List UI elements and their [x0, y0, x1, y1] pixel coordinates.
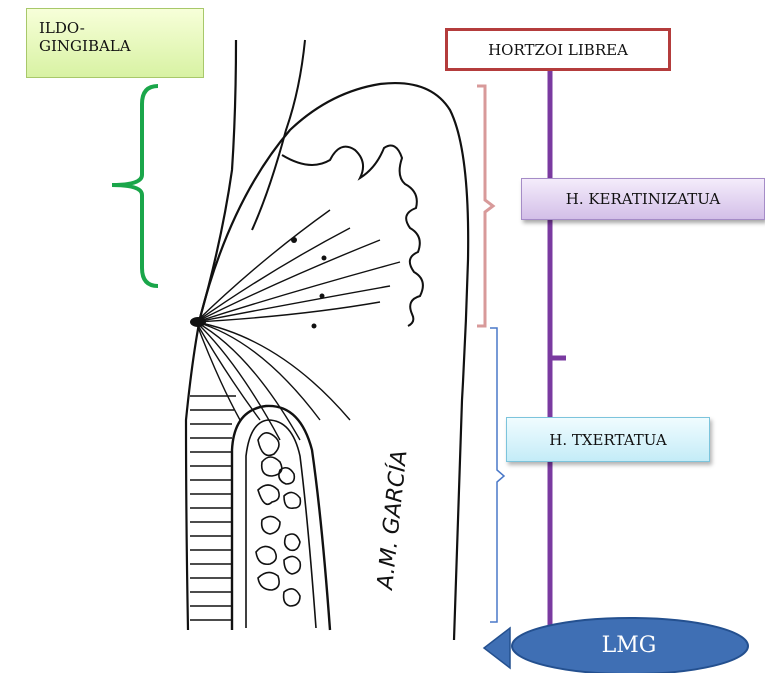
ildo-gingibala-label: ILDO- GINGIBALA	[26, 8, 204, 78]
hortzoi-librea-label: HORTZOI LIBREA	[445, 28, 671, 71]
keratinizatua-bracket	[477, 86, 493, 326]
hortzoi-label-text: HORTZOI LIBREA	[488, 41, 628, 59]
signature-lettering: A.M. GARCÍA	[372, 449, 413, 593]
tooth-inner-line	[252, 40, 305, 230]
txertatua-bracket	[490, 328, 504, 622]
connective-fibres	[196, 210, 400, 440]
ildo-label-line-2: GINGIBALA	[39, 37, 203, 55]
epithelium-rete-pegs	[282, 146, 423, 326]
txertatua-label-text: H. TXERTATUA	[549, 431, 667, 449]
ildo-bracket	[112, 86, 158, 286]
bone-marrow-spaces	[256, 433, 300, 606]
fibre-origin	[190, 317, 206, 327]
keratinizatua-label: H. KERATINIZATUA	[521, 178, 765, 220]
keratinizatua-label-text: H. KERATINIZATUA	[566, 190, 721, 208]
lmg-label: LMG	[510, 618, 748, 673]
ildo-label-line-1: ILDO-	[39, 19, 203, 37]
ligament-hatching	[190, 396, 236, 620]
txertatua-label: H. TXERTATUA	[506, 417, 710, 462]
gingiva-outline	[200, 83, 468, 640]
lmg-arrow	[484, 628, 510, 668]
alveolar-bone-inner	[246, 420, 316, 628]
